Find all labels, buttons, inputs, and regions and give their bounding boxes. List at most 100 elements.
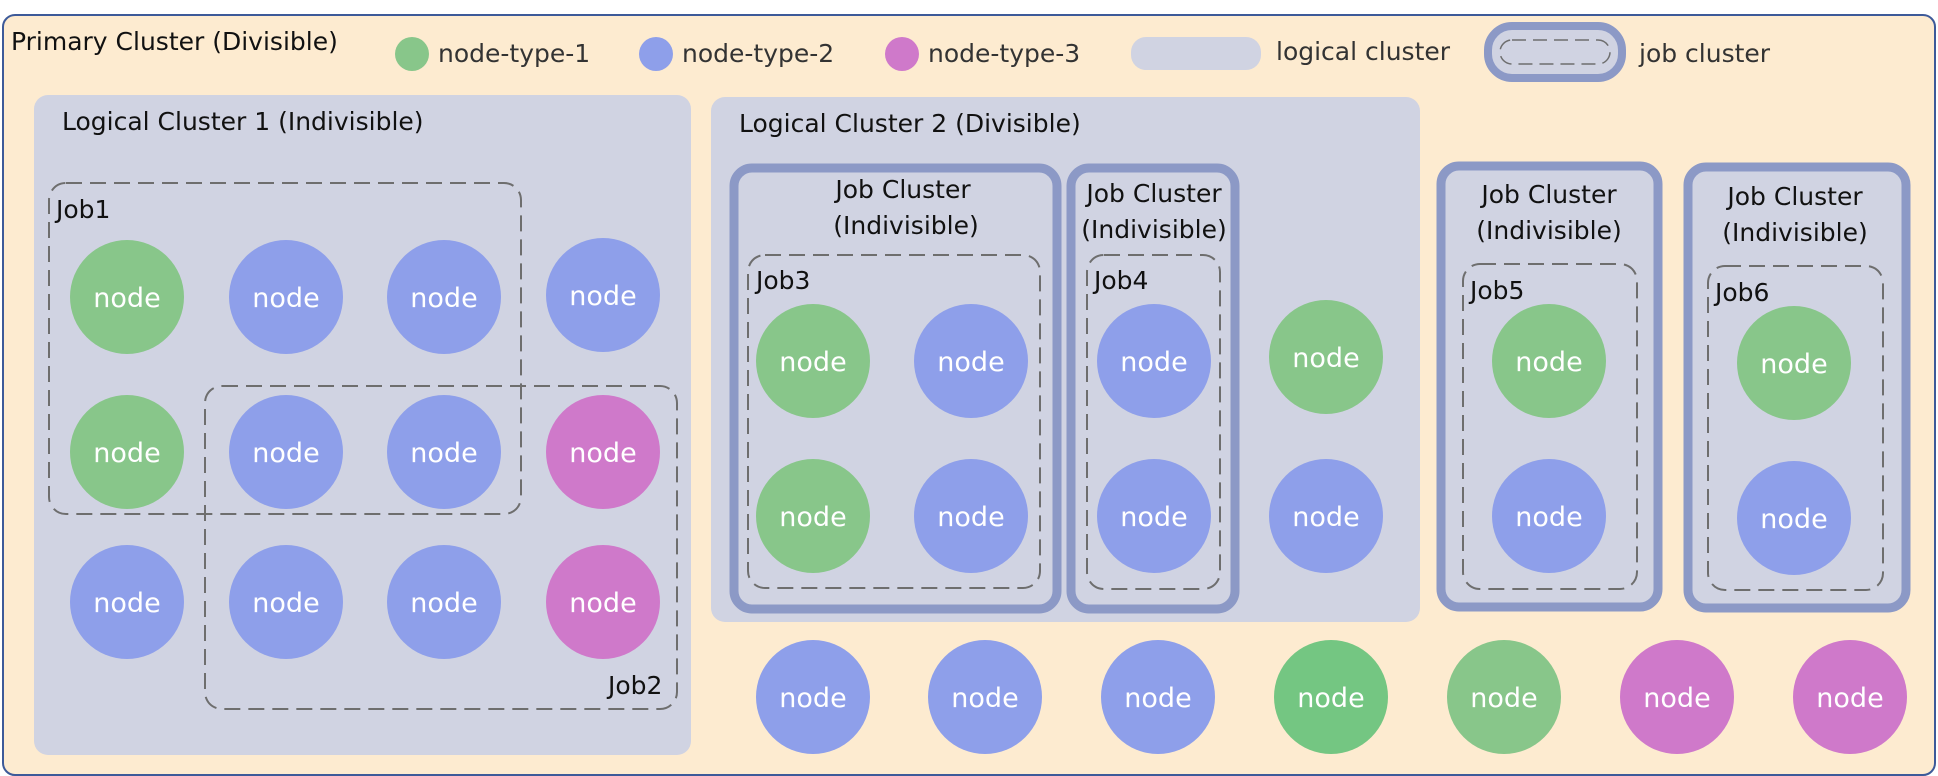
node-circle (1101, 640, 1215, 754)
node-job_cluster2-1: node (1097, 304, 1211, 418)
primary-cluster-title: Primary Cluster (Divisible) (11, 27, 338, 56)
node-label: node (1120, 502, 1187, 533)
node-label: node (252, 283, 319, 314)
node-label: node (410, 438, 477, 469)
node-label: node (1120, 347, 1187, 378)
node-logical1-6: node (229, 395, 343, 509)
job-cluster-2-title-line1: Job Cluster (1084, 179, 1222, 208)
node-logical1-12: node (546, 545, 660, 659)
node-circle (229, 240, 343, 354)
logical-cluster-1 (34, 95, 691, 755)
node-circle (229, 395, 343, 509)
node-circle (546, 238, 660, 352)
node-job_cluster2-2: node (1097, 459, 1211, 573)
node-job_cluster1-4: node (914, 459, 1028, 573)
node-circle (70, 545, 184, 659)
job5-label: Job5 (1468, 276, 1524, 305)
node-circle (1737, 306, 1851, 420)
node-label: node (252, 438, 319, 469)
node-label: node (569, 281, 636, 312)
job6-label: Job6 (1713, 278, 1769, 307)
job-cluster-1-title-line2: (Indivisible) (833, 211, 978, 240)
node-label: node (410, 283, 477, 314)
node-circle (914, 304, 1028, 418)
legend-label-type1: node-type-1 (438, 39, 590, 68)
legend-label-type2: node-type-2 (682, 39, 834, 68)
node-circle (546, 545, 660, 659)
legend-swatch-job-inner (1499, 39, 1611, 65)
node-label: node (93, 588, 160, 619)
node-circle (1492, 304, 1606, 418)
job-cluster-3-title-line1: Job Cluster (1479, 180, 1617, 209)
node-circle (1269, 459, 1383, 573)
job3-label: Job3 (754, 266, 810, 295)
node-logical1-11: node (387, 545, 501, 659)
node-label: node (779, 502, 846, 533)
job1-boundary (48, 182, 522, 515)
nodes-layer: node node node node node node node node node node… (70, 238, 1907, 754)
logical-cluster-1-title: Logical Cluster 1 (Indivisible) (62, 107, 424, 136)
legend-label-type3: node-type-3 (928, 39, 1080, 68)
node-circle (756, 640, 870, 754)
node-job_cluster1-2: node (914, 304, 1028, 418)
node-label: node (1292, 502, 1359, 533)
job4-label: Job4 (1092, 266, 1148, 295)
job-cluster-3-title-line2: (Indivisible) (1476, 216, 1621, 245)
node-circle (546, 395, 660, 509)
node-job_cluster1-1: node (756, 304, 870, 418)
node-circle (928, 640, 1042, 754)
job-cluster-1-title-line1: Job Cluster (833, 175, 971, 204)
legend-swatch-logical (1131, 37, 1261, 70)
node-circle (1492, 459, 1606, 573)
node-bottom_row-7: node (1793, 640, 1907, 754)
node-logical1-3: node (387, 240, 501, 354)
node-job_cluster4-2: node (1737, 461, 1851, 575)
job2-label: Job2 (606, 671, 662, 700)
node-label: node (93, 283, 160, 314)
job4-boundary (1086, 254, 1221, 590)
legend-swatch-type3 (885, 37, 919, 71)
node-circle (756, 459, 870, 573)
node-logical1-9: node (70, 545, 184, 659)
node-bottom_row-6: node (1620, 640, 1734, 754)
legend-swatch-job-outer (1484, 22, 1626, 82)
job3-boundary (747, 254, 1041, 589)
job-cluster-2-title-line2: (Indivisible) (1081, 215, 1226, 244)
node-job_cluster3-1: node (1492, 304, 1606, 418)
node-job_cluster4-1: node (1737, 306, 1851, 420)
node-logical1-4: node (546, 238, 660, 352)
node-logical1-7: node (387, 395, 501, 509)
node-label: node (93, 438, 160, 469)
node-label: node (569, 438, 636, 469)
node-label: node (1760, 349, 1827, 380)
node-circle (1793, 640, 1907, 754)
node-circle (1274, 640, 1388, 754)
node-label: node (779, 347, 846, 378)
node-logical1-8: node (546, 395, 660, 509)
node-label: node (1297, 683, 1364, 714)
node-label: node (937, 502, 1004, 533)
node-circle (70, 395, 184, 509)
job-cluster-4-title-line1: Job Cluster (1725, 182, 1863, 211)
legend-swatch-type1 (395, 37, 429, 71)
node-circle (229, 545, 343, 659)
node-logical1-5: node (70, 395, 184, 509)
node-circle (387, 240, 501, 354)
node-label: node (1760, 504, 1827, 535)
node-circle (756, 304, 870, 418)
node-label: node (1515, 502, 1582, 533)
node-logical2_free-2: node (1269, 459, 1383, 573)
job-cluster-4-title-line2: (Indivisible) (1722, 218, 1867, 247)
node-circle (1447, 640, 1561, 754)
logical-cluster-2-title: Logical Cluster 2 (Divisible) (739, 109, 1081, 138)
legend-label-job: job cluster (1638, 39, 1771, 68)
node-circle (387, 545, 501, 659)
node-label: node (1124, 683, 1191, 714)
node-bottom_row-5: node (1447, 640, 1561, 754)
job5-boundary (1462, 263, 1638, 590)
node-bottom_row-1: node (756, 640, 870, 754)
node-circle (1097, 304, 1211, 418)
node-bottom_row-3: node (1101, 640, 1215, 754)
node-label: node (1515, 347, 1582, 378)
